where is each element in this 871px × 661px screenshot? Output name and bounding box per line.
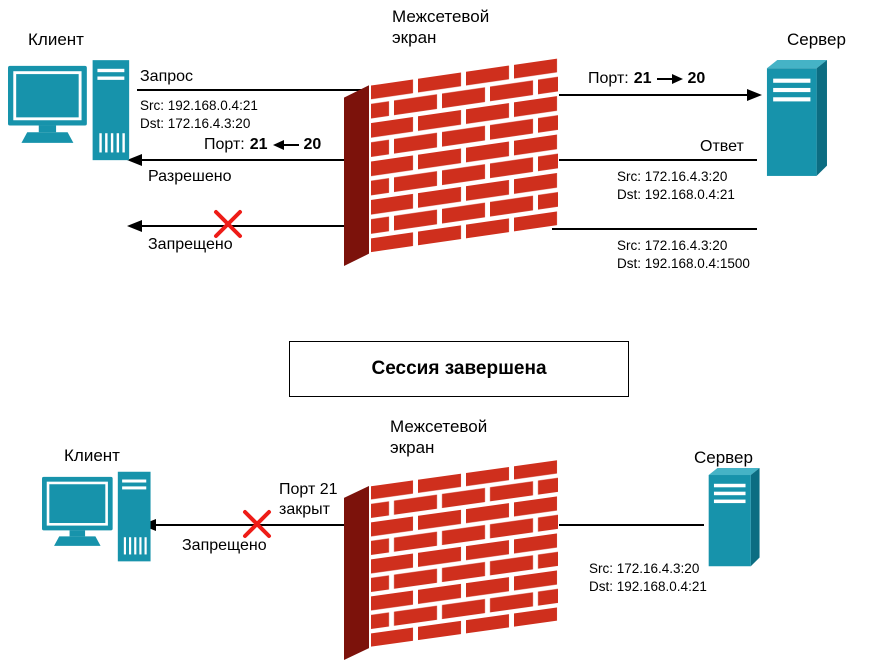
request-line [137,89,375,91]
port-forward-label: Порт: 21 20 [588,70,705,88]
request-addresses: Src: 192.168.0.4:21 Dst: 172.16.4.3:20 [140,97,258,132]
port-back-prefix: Порт: [204,136,245,153]
port-forward-prefix: Порт: [588,70,629,87]
bottom-denied-label: Запрещено [182,537,267,554]
top-firewall-label: Межсетевой экран [392,6,489,49]
allowed-label: Разрешено [148,168,232,185]
response-line [552,159,757,161]
bottom-server-icon [708,468,760,567]
bottom-denied-cross-icon [243,510,271,538]
bottom-firewall-wall [344,458,559,660]
port-closed-line1: Порт 21 [279,481,338,498]
server-icon [766,60,827,176]
bottom-client-computer-icon [42,471,151,562]
response-src: Src: 172.16.4.3:20 [617,169,728,184]
port-closed-label: Порт 21 закрыт [279,480,338,520]
top-firewall-label-line1: Межсетевой [392,7,490,26]
port-forward-arrow-icon [656,74,683,84]
top-client-label: Клиент [28,30,84,49]
denied-arrowhead-icon [127,220,142,232]
firewall-wall [344,56,559,266]
denied-cross-icon [214,210,242,238]
request-line-right [552,94,748,96]
request-dst: Dst: 172.16.4.3:20 [140,115,251,131]
bottom-firewall-label-line1: Межсетевой [390,417,488,436]
blocked-addresses: Src: 172.16.4.3:20 Dst: 192.168.0.4:1500 [617,237,750,272]
bottom-src: Src: 172.16.4.3:20 [589,561,700,576]
blocked-dst: Dst: 192.168.0.4:1500 [617,255,750,271]
bottom-client-label: Клиент [64,446,120,465]
allowed-line [141,159,377,161]
port-back-b: 20 [303,136,322,153]
allowed-arrowhead-icon [127,154,142,166]
bottom-addresses: Src: 172.16.4.3:20 Dst: 192.168.0.4:21 [589,560,707,595]
top-firewall-label-line2: экран [392,28,437,48]
client-computer-icon [8,60,130,161]
request-src: Src: 192.168.0.4:21 [140,98,258,113]
port-back-arrow-icon [272,140,299,150]
bottom-server-label: Сервер [694,448,753,467]
blocked-src: Src: 172.16.4.3:20 [617,238,728,253]
bottom-denied-line [155,524,377,526]
top-server-label: Сервер [787,30,846,49]
request-label: Запрос [140,68,194,85]
port-closed-line2: закрыт [279,501,330,518]
denied-label-top: Запрещено [148,236,233,253]
session-ended-box: Сессия завершена [289,341,629,397]
response-label: Ответ [700,138,744,155]
port-forward-b: 20 [687,70,706,87]
bottom-dst: Dst: 192.168.0.4:21 [589,578,707,594]
request-arrowhead-icon [747,89,762,101]
denied-line [141,225,377,227]
port-back-label: Порт: 21 20 [204,136,321,154]
session-ended-label: Сессия завершена [371,358,547,379]
port-back-a: 21 [249,136,268,153]
blocked-line-right [552,228,757,230]
bottom-line-right [552,524,704,526]
port-forward-a: 21 [633,70,652,87]
bottom-firewall-label: Межсетевой экран [390,416,487,459]
bottom-firewall-label-line2: экран [390,438,435,458]
response-addresses: Src: 172.16.4.3:20 Dst: 192.168.0.4:21 [617,168,735,203]
response-dst: Dst: 192.168.0.4:21 [617,186,735,202]
